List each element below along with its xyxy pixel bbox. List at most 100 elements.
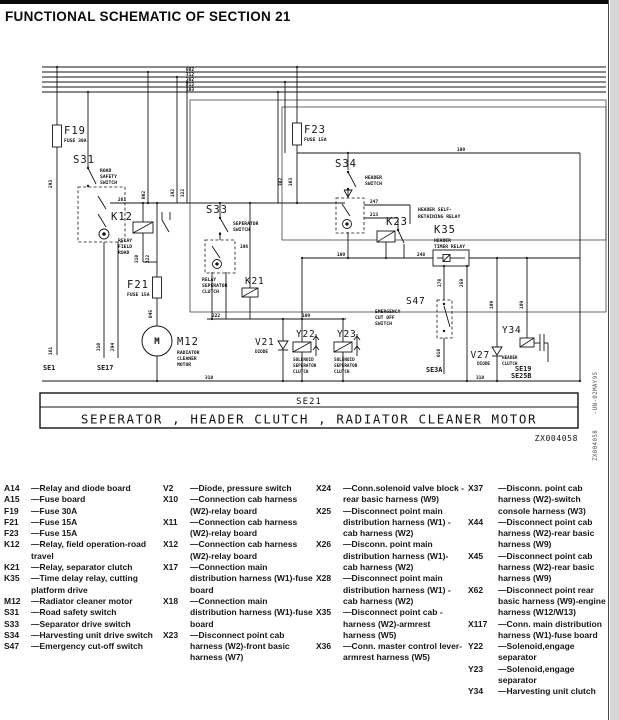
- legend-term: S33: [4, 618, 20, 629]
- component-id-v27: V27: [470, 350, 490, 361]
- legend-term: X12: [163, 539, 179, 550]
- component-sub-m12-0: RADIATOR: [177, 350, 200, 356]
- legend-desc: —Conn.solenoid valve block -rear basic h…: [343, 483, 464, 505]
- component-sub-y22-2: CLUTCH: [293, 369, 309, 375]
- legend-desc: —Disconnect point cab harness (W2)-front…: [190, 629, 290, 663]
- wire-label-002: 002: [141, 191, 147, 200]
- legend-term: X23: [163, 629, 179, 640]
- wire-label-109c: 109: [457, 147, 466, 153]
- legend-item: Y22—Solenoid,engage separator: [468, 641, 611, 664]
- wire-label-310b: 310: [96, 343, 102, 352]
- legend-item: X45—Disconnect point cab harness (W2)-re…: [468, 551, 611, 585]
- component-id-f19: F19: [64, 125, 86, 137]
- component-sub-k35-0: HEADER: [434, 238, 451, 244]
- legend-item: V2—Diode, pressure switch: [163, 483, 313, 494]
- component-sub-k35-1: TIMER RELAY: [434, 244, 465, 250]
- schematic-canvas: M 002 312 302 212 103 293 002 192: [39, 65, 607, 461]
- legend-term: Y23: [468, 663, 484, 674]
- legend-term: F21: [4, 516, 19, 527]
- legend-desc: —Disconn. point cab harness (W2)-switch …: [498, 483, 586, 516]
- wire-label-109b: 109: [337, 252, 346, 258]
- bus-label: 212: [186, 82, 195, 88]
- legend-column-2: V2—Diode, pressure switch X10 —Connection…: [163, 483, 313, 664]
- legend-desc: —Connection cab harness (W2)-relay board: [190, 494, 298, 516]
- legend-item: S33 —Separator drive switch: [4, 619, 157, 630]
- wire-label-310: 310: [134, 255, 140, 264]
- component-sub-m12-2: MOTOR: [177, 362, 191, 368]
- component-sub-k12-2: ROAD: [118, 250, 129, 256]
- wire-label-161: 161: [48, 347, 54, 356]
- legend-term: X62: [468, 584, 484, 595]
- legend-desc: —Connection cab harness (W2)-relay board: [190, 516, 298, 539]
- legend-item: X44 —Disconnect point cab harness (W2)-re…: [468, 517, 611, 551]
- legend-term: X45: [468, 550, 484, 561]
- component-id-v21: V21: [255, 337, 275, 348]
- bus-labels: 002 312 302 212 103: [186, 67, 195, 93]
- motor-m12-symbol: M: [141, 325, 173, 357]
- wire-number-labels: 293 002 192 322 261 310 322 196 222 045 …: [48, 147, 525, 381]
- wire-label-189b: 189: [519, 301, 525, 310]
- wire-label-189a: 189: [489, 301, 495, 310]
- legend-term: X11: [163, 516, 178, 527]
- component-sub-s33-0: SEPERATOR: [233, 221, 259, 227]
- legend-desc: —Separator drive switch: [31, 618, 131, 629]
- legend-term: X17: [163, 562, 179, 573]
- legend-term: K35: [4, 573, 20, 584]
- legend-desc: —Road safety switch: [31, 607, 117, 618]
- page-title: FUNCTIONAL SCHEMATIC OF SECTION 21: [5, 9, 291, 24]
- legend-term: X26: [316, 539, 332, 550]
- legend-desc: —Harvesting unit clutch: [498, 686, 596, 697]
- legend-term: M12: [4, 595, 21, 606]
- legend-item: K21—Relay, separator clutch: [4, 562, 157, 573]
- timer-relay-k35-box: [432, 249, 470, 267]
- component-sub-s31-2: SWITCH: [100, 180, 117, 186]
- legend-desc: —Disconnect point cab harness (W2)-rear …: [498, 516, 595, 550]
- legend-item: S31—Road safety switch: [4, 607, 157, 618]
- wire-label-294: 294: [110, 343, 116, 352]
- legend-term: K21: [4, 562, 20, 573]
- wire-label-259: 259: [459, 279, 465, 288]
- legend-item: A14—Relay and diode board: [4, 483, 157, 494]
- component-id-y34: Y34: [502, 325, 522, 336]
- component-id-k35: K35: [434, 224, 456, 236]
- component-sub-m12-1: CLEANER: [177, 356, 197, 362]
- legend-column-4: X37—Disconn. point cab harness (W2)-swit…: [468, 483, 611, 698]
- switch-blades: [87, 167, 451, 328]
- wire-label-222: 222: [212, 313, 221, 319]
- component-id-m12: M12: [177, 336, 199, 348]
- legend-desc: —Conn. main distribution harness (W1)-fu…: [498, 618, 602, 640]
- legend-desc: —Relay, field operation-road travel: [31, 539, 147, 561]
- legend-term: S47: [4, 641, 20, 652]
- legend-item: X25—Disconnect point main distribution h…: [316, 506, 465, 540]
- legend-item: X17—Connection main distribution harness…: [163, 562, 313, 596]
- component-sub-s34-1: SWITCH: [365, 181, 382, 187]
- component-sub-v27: DIODE: [477, 361, 490, 367]
- wire-label-322: 322: [180, 189, 186, 198]
- component-sub-y22-1: SEPERATOR: [293, 363, 317, 369]
- detent-symbols: [98, 219, 352, 269]
- bus-label: 002: [186, 67, 195, 73]
- component-id-s31: S31: [73, 154, 95, 166]
- component-id-f23: F23: [304, 124, 326, 136]
- component-sub-f21: FUSE 15A: [127, 292, 150, 298]
- legend-column-1: A14—Relay and diode board A15—Fuse board…: [4, 483, 157, 652]
- legend-desc: —Relay and diode board: [31, 483, 131, 493]
- legend-desc: —Solenoid,engage separator: [498, 641, 575, 663]
- legend-desc: —Disconn. point main distribution harnes…: [343, 539, 449, 573]
- legend-term: X44: [468, 516, 484, 527]
- legend-column-3: X24—Conn.solenoid valve block -rear basi…: [316, 483, 465, 664]
- wires: [42, 67, 581, 382]
- legend-term: X117: [468, 618, 488, 629]
- wire-label-310d: 310: [476, 375, 485, 381]
- legend-item: X35—Disconnect point cab -harness (W2)-a…: [316, 607, 465, 641]
- wire-label-045: 045: [148, 310, 154, 319]
- component-sub-k21-2: CLUTCH: [202, 289, 219, 295]
- legend-item: X117 —Conn. main distribution harness (W1…: [468, 619, 611, 642]
- component-sub-s47-0: EMERGENCY: [375, 309, 401, 315]
- harness-outlines: [189, 99, 607, 313]
- legend-term: Y34: [468, 686, 484, 697]
- legend-desc: —Radiator cleaner motor: [31, 595, 133, 606]
- bus-label: 312: [186, 72, 195, 78]
- legend-term: X10: [163, 494, 179, 505]
- footer-box-caption: SEPERATOR , HEADER CLUTCH , RADIATOR CLE…: [81, 412, 537, 427]
